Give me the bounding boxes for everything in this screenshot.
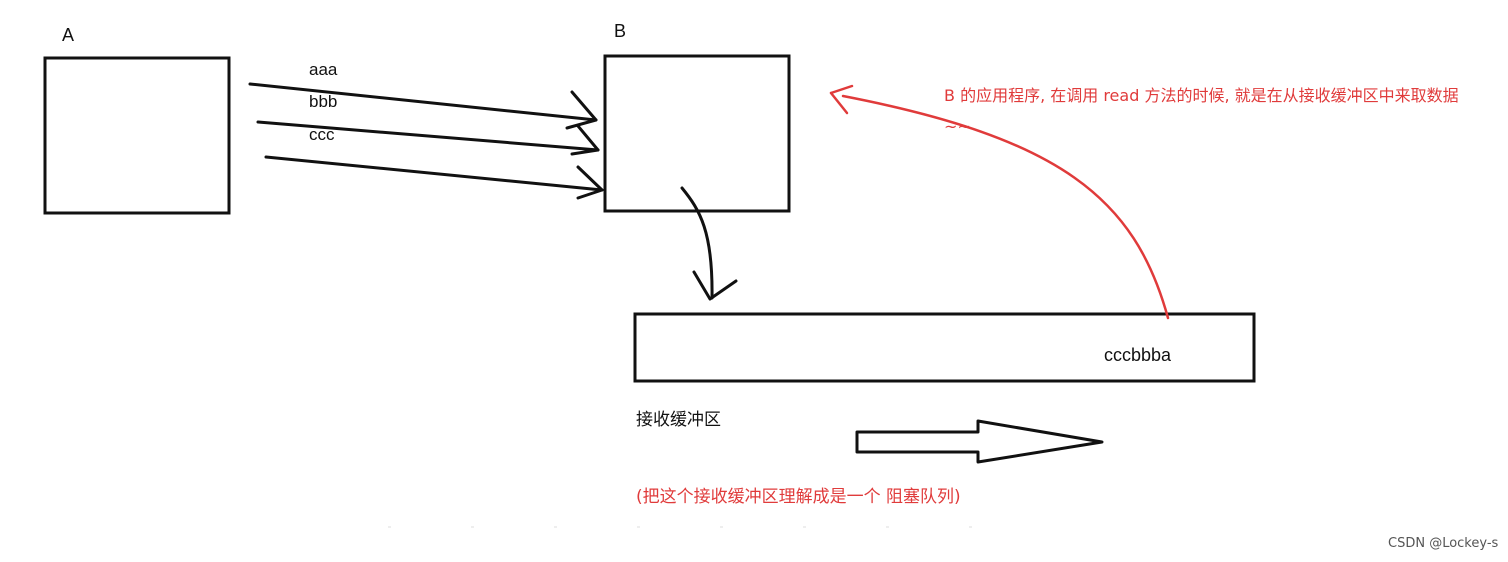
receive-buffer-label: 接收缓冲区	[636, 410, 721, 430]
arrow-ccc	[264, 155, 604, 200]
read-method-note: B 的应用程序, 在调用 read 方法的时候, 就是在从接收缓冲区中来取数据~…	[944, 86, 1459, 136]
arrow-aaa	[248, 82, 598, 130]
arrow-b-to-buffer	[680, 186, 738, 301]
message-aaa-label: aaa	[309, 60, 338, 79]
csdn-watermark: CSDN @Lockey-s	[1388, 536, 1499, 551]
flow-direction-arrow	[855, 419, 1104, 464]
blocking-queue-note: (把这个接收缓冲区理解成是一个 阻塞队列)	[636, 487, 961, 507]
node-b-label: B	[614, 21, 627, 41]
box-b	[603, 54, 791, 213]
buffer-content-label: cccbbba	[1104, 345, 1172, 365]
read-arrow	[829, 84, 1170, 320]
receive-buffer	[633, 312, 1256, 383]
message-bbb-label: bbb	[309, 92, 338, 111]
arrow-bbb	[256, 120, 600, 156]
box-a	[43, 56, 231, 215]
node-a-label: A	[62, 25, 75, 45]
message-ccc-label: ccc	[309, 125, 335, 144]
